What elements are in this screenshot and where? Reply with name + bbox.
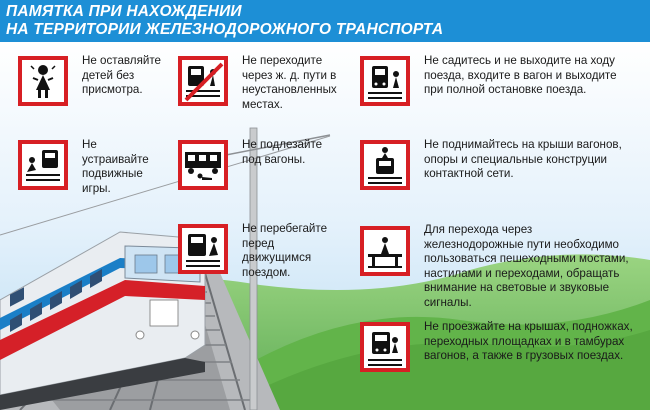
use-pedestrian-bridge-icon — [360, 226, 410, 276]
rule-text-5: Не подлезайте под вагоны. — [242, 138, 323, 166]
rule-text-4: Не устраивайте подвижные игры. — [82, 138, 149, 195]
no-running-before-train-icon — [178, 224, 228, 274]
rule-text-6: Не поднимайтесь на крыши вагонов, опоры … — [424, 138, 622, 181]
rule-text-2: Не переходите через ж. д. пути в неустан… — [242, 54, 337, 111]
header-title-line-2: НА ТЕРРИТОРИИ ЖЕЛЕЗНОДОРОЖНОГО ТРАНСПОРТ… — [6, 21, 444, 38]
rule-text-9: Не проезжайте на крышах, подножках, пере… — [424, 320, 633, 363]
rule-text-7: Не перебегайте перед движущимся поездом. — [242, 222, 328, 279]
no-crossing-icon — [178, 56, 228, 106]
no-climbing-roof-icon — [360, 140, 410, 190]
rule-text-1: Не оставляйте детей без присмотра. — [82, 54, 161, 97]
header-title-line-1: ПАМЯТКА ПРИ НАХОЖДЕНИИ — [6, 3, 242, 20]
rule-text-3: Не садитесь и не выходите на ходу поезда… — [424, 54, 617, 97]
no-jumping-on-train-icon — [360, 56, 410, 106]
rule-text-8: Для перехода через железнодорожные пути … — [424, 223, 629, 309]
train — [0, 231, 206, 410]
child-alone-icon — [18, 56, 68, 106]
no-riding-outside-icon — [360, 322, 410, 372]
header-banner: ПАМЯТКА ПРИ НАХОЖДЕНИИ НА ТЕРРИТОРИИ ЖЕЛ… — [0, 0, 650, 42]
no-crawling-under-wagon-icon — [178, 140, 228, 190]
no-playing-near-tracks-icon — [18, 140, 68, 190]
